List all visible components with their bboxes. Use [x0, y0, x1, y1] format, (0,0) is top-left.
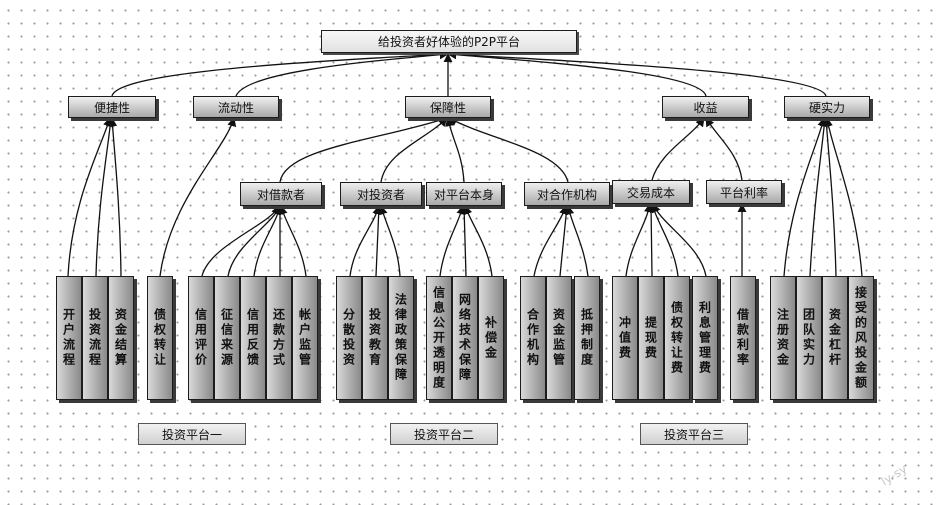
- edge-diya-hezuo: [565, 205, 589, 277]
- leaf-huankuanfangshi: 还款方式: [266, 276, 292, 400]
- leaf-buchangjin: 补偿金: [478, 276, 504, 400]
- leaf-zijinjiesuan: 资金结算: [108, 276, 134, 400]
- leaf-zijinganggan: 资金杠杆: [822, 276, 848, 400]
- node-dui-jiekuanzhe: 对借款者: [240, 182, 322, 206]
- leaf-zhaiquanzhuanrang: 债权转让: [147, 276, 173, 400]
- edge-gangan-ying: [821, 117, 837, 277]
- node-shouyi: 收益: [662, 96, 749, 118]
- edge-zijinjianguan-hezuo: [559, 205, 571, 277]
- leaf-touziliucheng: 投资流程: [82, 276, 108, 400]
- leaf-zijinjianguan: 资金监管: [546, 276, 572, 400]
- leaf-zhucezijin: 注册资金: [770, 276, 796, 400]
- leaf-wangluojishu: 网络技术保障: [452, 276, 478, 400]
- edge-fensan-touzizhe: [349, 205, 382, 277]
- leaf-tuanduishili: 团队实力: [796, 276, 822, 400]
- edge-buchang-pingtai: [463, 205, 493, 277]
- edge-touzizhe-baozhang: [380, 117, 448, 183]
- leaf-jiekuanlilv: 借款利率: [730, 276, 756, 400]
- leaf-tixianfei: 提现费: [638, 276, 664, 400]
- edge-xinyongfankui-jiekuan: [253, 205, 283, 277]
- edge-zhengxin-jiekuan: [227, 205, 282, 277]
- node-liudongxing: 流动性: [193, 96, 279, 118]
- edge-tixian-jiaoyi: [646, 203, 656, 277]
- edge-hezuojigou-baozhang: [448, 117, 569, 183]
- edge-zhanghu-jiekuan: [278, 205, 307, 277]
- node-pingtaililv: 平台利率: [706, 180, 782, 204]
- edge-tuandui-ying: [809, 117, 829, 277]
- leaf-zhengxinlaiyuan: 征信来源: [214, 276, 240, 400]
- edge-zhaiquan-liudong: [159, 117, 237, 277]
- root-label: 给投资者好体验的P2P平台: [377, 35, 521, 49]
- leaf-diyazhidu: 抵押制度: [574, 276, 600, 400]
- edge-jiekuanzhe-baozhang: [279, 116, 448, 183]
- node-bianjiexing: 便捷性: [68, 96, 156, 118]
- edge-xinyongpingjia-jiekuan: [201, 205, 280, 277]
- edge-kaihu-bianjie: [67, 117, 112, 277]
- leaf-fensantouzi: 分散投资: [336, 276, 362, 400]
- edge-touziliucheng-bianjie: [95, 117, 115, 277]
- edge-touzijiaoyu-touzizhe: [374, 205, 384, 277]
- node-dui-touzizhe: 对投资者: [340, 182, 422, 206]
- edge-wangluo-pingtai: [459, 205, 469, 277]
- edge-pingtaililv-shouyi: [705, 117, 743, 181]
- leaf-lixiguanlifei: 利息管理费: [692, 276, 718, 400]
- edge-shouyi-root: [447, 50, 707, 97]
- leaf-kaihuliucheng: 开户流程: [56, 276, 82, 400]
- edge-jiaoyichengben-shouyi: [651, 117, 705, 181]
- edge-bianjie-root: [111, 49, 449, 97]
- edge-lixi-jiaoyi: [652, 203, 707, 277]
- leaf-zhaiquanzhuanrangfei: 债权转让费: [664, 276, 690, 400]
- node-dui-hezuojigou: 对合作机构: [524, 182, 610, 206]
- leaf-chongzhifei: 冲值费: [612, 276, 638, 400]
- edge-zhuce-ying: [783, 117, 827, 277]
- edge-yingshili-root: [447, 49, 827, 97]
- leaf-fengtoujine: 接受的风投金额: [848, 276, 874, 400]
- edge-pingtaibenshen-baozhang: [444, 117, 465, 183]
- node-baozhangxing: 保障性: [405, 96, 491, 118]
- platform-3: 投资平台三: [640, 423, 748, 445]
- platform-2: 投资平台二: [390, 423, 498, 445]
- leaf-xinyongfankui: 信用反馈: [240, 276, 266, 400]
- leaf-zhanghujianguan: 帐户监管: [292, 276, 318, 400]
- leaf-touzijiaoyu: 投资教育: [362, 276, 388, 400]
- edge-fengtou-ying: [823, 117, 863, 277]
- node-jiaoyichengben: 交易成本: [612, 180, 690, 204]
- edge-liudong-root: [235, 50, 449, 97]
- leaf-xinxigongkai: 信息公开透明度: [426, 276, 452, 400]
- node-yingshili: 硬实力: [784, 96, 870, 118]
- edge-zhaiquanfei-jiaoyi: [649, 203, 679, 277]
- leaf-xinyongpingjia: 信用评价: [188, 276, 214, 400]
- edge-chongzhi-jiaoyi: [625, 203, 653, 277]
- node-dui-pingtaibenshen: 对平台本身: [426, 182, 502, 206]
- leaf-hezuojigou: 合作机构: [520, 276, 546, 400]
- leaf-falvzhengcebaozhang: 法律政策保障: [388, 276, 414, 400]
- root-node: 给投资者好体验的P2P平台: [321, 30, 577, 53]
- edge-xinxi-pingtai: [439, 205, 466, 277]
- platform-1: 投资平台一: [138, 423, 246, 445]
- edge-falv-touzizhe: [378, 205, 401, 277]
- edge-zijinjiesuan-bianjie: [107, 117, 122, 277]
